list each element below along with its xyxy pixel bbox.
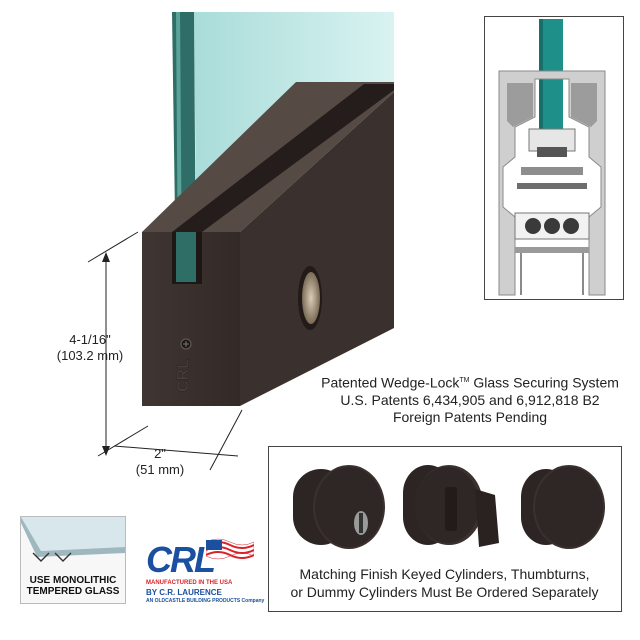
- glass-pane-icon: [21, 517, 125, 562]
- tempered-glass-badge: USE MONOLITHIC TEMPERED GLASS: [20, 516, 126, 604]
- patent-line-3: Foreign Patents Pending: [392, 408, 548, 425]
- width-metric: (51 mm): [135, 462, 185, 477]
- usa-flag-icon: [206, 538, 254, 560]
- width-dimension-label: 2" (51 mm): [120, 446, 200, 478]
- height-metric: (103.2 mm): [56, 348, 124, 363]
- patent-line-2: U.S. Patents 6,434,905 and 6,912,818 B2: [340, 391, 600, 408]
- crl-tagline-3: AN OLDCASTLE BUILDING PRODUCTS Company: [146, 598, 265, 604]
- dummy-cylinder-icon: [521, 465, 605, 549]
- patent-line-1: Patented Wedge-LockTM Glass Securing Sys…: [321, 374, 619, 391]
- tempered-glass-line-2: TEMPERED GLASS: [26, 586, 120, 597]
- height-imperial: 4-1/16": [69, 332, 111, 347]
- rail-side-face: [240, 92, 394, 406]
- crl-logo: CRL MANUFACTURED IN THE USA BY C.R. LAUR…: [146, 536, 264, 610]
- cylinders-caption-line-2: or Dummy Cylinders Must Be Ordered Separ…: [290, 584, 599, 600]
- patent-info: Patented Wedge-LockTM Glass Securing Sys…: [300, 372, 640, 426]
- keyed-cylinder-icon: [293, 465, 385, 549]
- cylinders-caption-line-1: Matching Finish Keyed Cylinders, Thumbtu…: [299, 566, 590, 582]
- cross-section-box: [484, 16, 624, 300]
- width-imperial: 2": [154, 446, 166, 461]
- crl-tagline-1: MANUFACTURED IN THE USA: [146, 580, 233, 586]
- trademark-mark: TM: [459, 377, 470, 384]
- cylinders-caption: Matching Finish Keyed Cylinders, Thumbtu…: [269, 565, 620, 601]
- cylinders-box: Matching Finish Keyed Cylinders, Thumbtu…: [268, 446, 622, 612]
- svg-text:CRL: CRL: [175, 359, 192, 392]
- tempered-glass-line-1: USE MONOLITHIC: [29, 575, 117, 586]
- thumbturn-icon: [403, 465, 499, 547]
- crl-logo-text: CRL: [146, 539, 216, 580]
- height-dimension-label: 4-1/16" (103.2 mm): [40, 332, 140, 364]
- tempered-glass-text: USE MONOLITHIC TEMPERED GLASS: [21, 575, 125, 597]
- cross-section-diagram: [487, 19, 620, 296]
- crl-tagline-2: BY C.R. LAURENCE: [146, 588, 222, 597]
- cylinders-illustration: [293, 465, 605, 549]
